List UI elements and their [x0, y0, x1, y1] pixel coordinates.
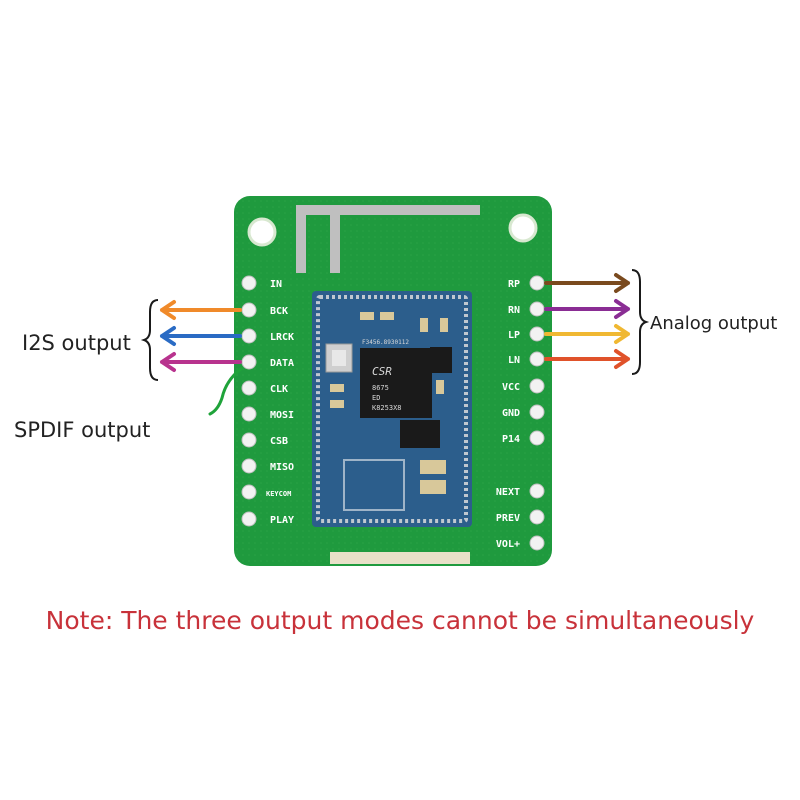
pin-pad-bck	[241, 302, 257, 318]
pin-pad-next	[529, 483, 545, 499]
analog-arrows	[544, 269, 650, 375]
mounting-hole-left	[247, 217, 277, 247]
pin-label-prev: PREV	[496, 513, 520, 524]
pin-pad-clk	[241, 380, 257, 396]
pin-label-miso: MISO	[270, 462, 294, 473]
i2s-brace	[140, 299, 159, 381]
pin-pad-csb	[241, 432, 257, 448]
pin-label-play: PLAY	[270, 515, 294, 526]
pin-label-in: IN	[270, 279, 282, 290]
mounting-hole-right	[508, 213, 538, 243]
left-pin-header: IN BCK LRCK DATA CLK MOSI CSB MISO KEYCO…	[241, 275, 294, 527]
chip-line3: K8253X8	[372, 404, 402, 412]
pin-pad-rn	[529, 301, 545, 317]
pin-label-csb: CSB	[270, 436, 288, 447]
spdif-pointer-line	[208, 366, 244, 416]
pin-pad-mosi	[241, 406, 257, 422]
arrow-rp	[544, 273, 630, 293]
chip-line2: ED	[372, 394, 380, 402]
pin-label-mosi: MOSI	[270, 410, 294, 421]
arrow-rn	[544, 299, 630, 319]
pin-label-clk: CLK	[270, 384, 288, 395]
pin-label-p14: P14	[502, 434, 520, 445]
spdif-output-label: SPDIF output	[14, 418, 150, 442]
arrow-lp	[544, 324, 630, 344]
pin-pad-vol	[529, 535, 545, 551]
pin-pad-lrck	[241, 328, 257, 344]
arrow-ln	[544, 349, 630, 369]
analog-output-label: Analog output	[650, 313, 777, 334]
pin-label-vcc: VCC	[502, 382, 520, 393]
pin-pad-gnd	[529, 404, 545, 420]
pin-pad-ln	[529, 351, 545, 367]
i2s-output-label: I2S output	[22, 331, 131, 355]
chip-logo: CSR	[372, 365, 392, 378]
pin-label-lrck: LRCK	[270, 332, 294, 343]
pin-label-vol: VOL+	[496, 539, 520, 550]
pin-pad-rp	[529, 275, 545, 291]
pin-label-ln: LN	[508, 355, 520, 366]
blue-module: CSR 8675 ED K8253X8 F3456.8930112	[312, 291, 472, 527]
pin-pad-lp	[529, 326, 545, 342]
pin-label-rn: RN	[508, 305, 520, 316]
arrow-lrck	[160, 326, 242, 346]
note-text: Note: The three output modes cannot be s…	[45, 606, 755, 635]
pin-label-keycom: KEYCOM	[266, 490, 291, 498]
pin-pad-data	[241, 354, 257, 370]
pin-pad-miso	[241, 458, 257, 474]
pin-label-rp: RP	[508, 279, 520, 290]
pin-label-data: DATA	[270, 358, 294, 369]
pin-pad-play	[241, 511, 257, 527]
pin-label-gnd: GND	[502, 408, 520, 419]
arrow-bck	[160, 300, 242, 320]
pin-pad-keycom	[241, 484, 257, 500]
pin-pad-vcc	[529, 378, 545, 394]
right-pin-header: RP RN LP LN VCC GND P14 NEXT PREV VOL+	[496, 275, 545, 551]
pin-pad-prev	[529, 509, 545, 525]
chip-top-code: F3456.8930112	[362, 339, 409, 346]
analog-brace	[631, 269, 650, 375]
pin-label-bck: BCK	[270, 306, 288, 317]
pin-pad-in	[241, 275, 257, 291]
chip-line1: 8675	[372, 384, 389, 392]
arrow-data	[160, 352, 242, 372]
i2s-arrows	[140, 299, 242, 381]
pin-pad-p14	[529, 430, 545, 446]
pin-label-lp: LP	[508, 330, 520, 341]
csr-chip	[360, 348, 432, 418]
antenna-trace	[296, 205, 480, 215]
pin-label-next: NEXT	[496, 487, 520, 498]
